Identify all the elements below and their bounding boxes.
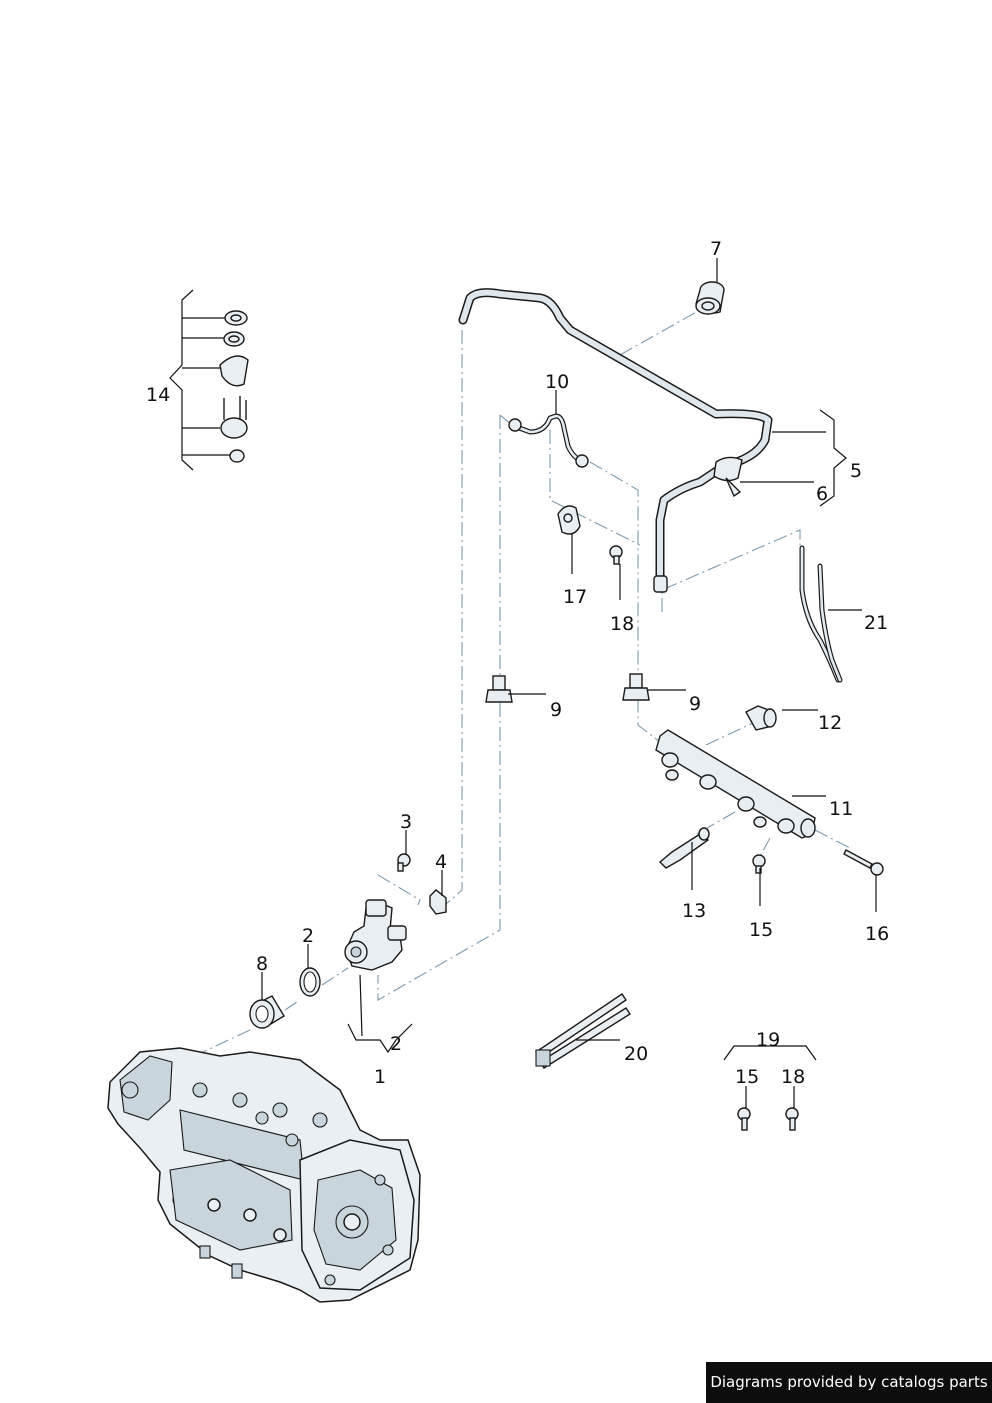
leader-lines bbox=[261, 258, 877, 1108]
part-14-clip-set bbox=[169, 289, 249, 471]
part-17-bracket bbox=[557, 505, 581, 535]
callout-8: 8 bbox=[256, 953, 268, 975]
callout-13: 13 bbox=[682, 900, 706, 922]
callout-19: 19 bbox=[756, 1029, 780, 1051]
callout-5: 5 bbox=[850, 460, 862, 482]
part-8-sleeve bbox=[249, 995, 285, 1029]
part-10-fuel-line bbox=[508, 413, 589, 468]
part-21-hose-pair bbox=[799, 545, 843, 683]
part-2-seal-ring bbox=[299, 967, 321, 997]
callout-2-set: 2 bbox=[390, 1033, 402, 1055]
part-18-bolt bbox=[609, 545, 623, 565]
part-4-clip bbox=[429, 889, 447, 915]
callout-6: 6 bbox=[816, 483, 828, 505]
part-3-bolt bbox=[397, 853, 411, 872]
part-19-bolt-set bbox=[723, 1045, 817, 1131]
callout-18-set: 18 bbox=[781, 1066, 805, 1088]
callout-labels: 7 10 14 5 6 17 18 21 9 9 12 11 3 4 13 15… bbox=[146, 238, 889, 1088]
part-11-fuel-rail bbox=[655, 729, 816, 839]
callout-12: 12 bbox=[818, 712, 842, 734]
callout-9-left: 9 bbox=[550, 699, 562, 721]
callout-7: 7 bbox=[710, 238, 722, 260]
callout-11: 11 bbox=[829, 798, 853, 820]
watermark-banner: Diagrams provided by catalogs parts bbox=[706, 1362, 992, 1403]
callout-3: 3 bbox=[400, 811, 412, 833]
callout-14: 14 bbox=[146, 384, 170, 406]
callout-9-right: 9 bbox=[689, 693, 701, 715]
engine-cylinder-head bbox=[107, 1047, 421, 1303]
callout-18: 18 bbox=[610, 613, 634, 635]
part-16-long-bolt bbox=[843, 849, 884, 876]
assembly-guides bbox=[174, 309, 851, 1066]
part-9-bolt-right bbox=[622, 673, 650, 701]
callout-1: 1 bbox=[374, 1066, 386, 1088]
part-12-pressure-sensor bbox=[745, 705, 777, 731]
callout-2: 2 bbox=[302, 925, 314, 947]
part-1-high-pressure-pump bbox=[344, 899, 407, 971]
callout-15-set: 15 bbox=[735, 1066, 759, 1088]
part-20-strip bbox=[535, 993, 631, 1069]
callout-4: 4 bbox=[435, 851, 447, 873]
callout-21: 21 bbox=[864, 612, 888, 634]
part-13-injector bbox=[658, 827, 710, 869]
part-9-bolt-left bbox=[485, 675, 513, 703]
callout-17: 17 bbox=[563, 586, 587, 608]
part-15-bolt bbox=[752, 854, 766, 874]
part-7-sleeve bbox=[695, 281, 725, 315]
callout-15: 15 bbox=[749, 919, 773, 941]
callout-10: 10 bbox=[545, 371, 569, 393]
callout-20: 20 bbox=[624, 1043, 648, 1065]
part-5-fuel-hose bbox=[458, 288, 773, 593]
callout-16: 16 bbox=[865, 923, 889, 945]
